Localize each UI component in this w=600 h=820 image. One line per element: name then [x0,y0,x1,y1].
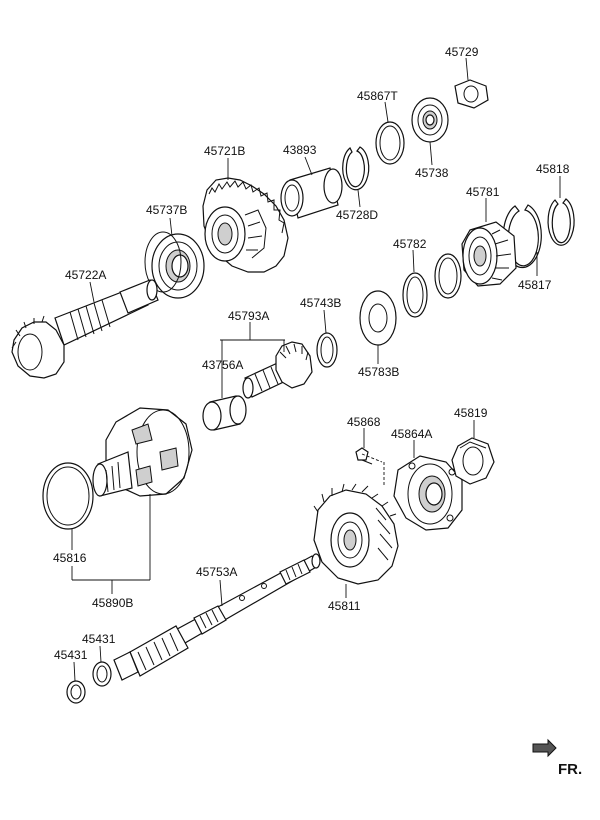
label-45728D: 45728D [336,208,378,222]
sleeve-43756A[interactable] [202,395,247,431]
label-45819: 45819 [454,406,488,420]
nut-45819[interactable] [451,437,495,485]
label-45890B: 45890B [92,596,133,610]
label-45783B: 45783B [358,365,399,379]
snap-ring-45818[interactable] [547,198,575,246]
direction-label: FR. [558,761,582,778]
label-45721B: 45721B [204,144,245,158]
ring-spacer[interactable] [434,253,462,299]
snap-ring-45743B[interactable] [316,332,338,368]
label-45729: 45729 [445,45,479,59]
label-45868: 45868 [347,415,381,429]
washer-45431-b[interactable] [92,661,112,687]
snap-ring-45867T[interactable] [375,121,405,165]
label-45743B: 45743B [300,296,341,310]
input-shaft-45722A[interactable] [11,279,159,379]
label-45811: 45811 [328,599,361,613]
gear-45721B[interactable] [202,177,289,273]
direction-arrow-icon [532,738,557,758]
washer-45783B[interactable] [359,290,397,346]
label-45737B: 45737B [146,203,187,217]
bearing-45738[interactable] [411,97,449,143]
retainer-45864A[interactable] [393,455,463,531]
label-45781: 45781 [466,185,500,199]
label-45431-b: 45431 [82,632,116,646]
gear-shaft-45793A[interactable] [242,341,313,399]
label-45753A: 45753A [196,565,237,579]
label-43756A: 43756A [202,358,243,372]
ring-45782[interactable] [402,272,428,318]
label-45818: 45818 [536,162,570,176]
label-45431-a: 45431 [54,648,88,662]
washer-45431-a[interactable] [66,680,86,704]
nut-45729[interactable] [454,79,489,109]
gear-45811[interactable] [313,483,399,585]
label-45782: 45782 [393,237,427,251]
sleeve-43893[interactable] [280,167,343,219]
bolt-45868[interactable] [355,447,383,465]
label-45793A: 45793A [228,309,269,323]
label-45817: 45817 [518,278,552,292]
label-45864A: 45864A [391,427,432,441]
output-shaft-45753A[interactable] [113,553,321,681]
bearing-45737B[interactable] [144,231,205,299]
snap-ring-45728D[interactable] [342,146,370,191]
hub-45781[interactable] [461,221,517,287]
label-45738: 45738 [415,166,449,180]
ring-45816[interactable] [42,462,94,530]
label-45722A: 45722A [65,268,106,282]
carrier-45890B[interactable] [92,407,193,497]
label-45816: 45816 [53,551,87,565]
label-43893: 43893 [283,143,317,157]
label-45867T: 45867T [357,89,398,103]
